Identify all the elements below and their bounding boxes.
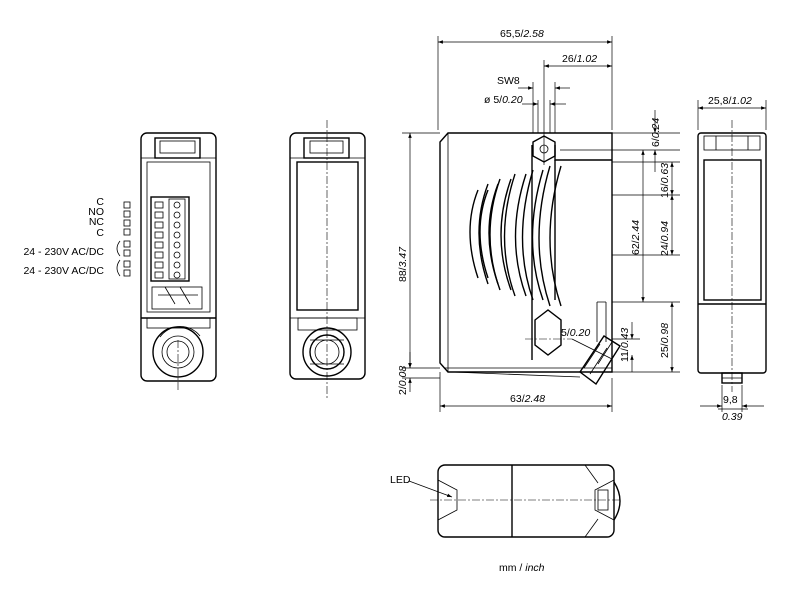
terminal-slot [154, 221, 164, 229]
terminal-pin-symbol [123, 210, 131, 218]
dim-connector-offset: 11/0.43 [619, 328, 631, 362]
terminal-screw [173, 211, 181, 219]
top-dimensions [437, 36, 613, 165]
dim-width-total: 65,5/2.58 [500, 28, 544, 40]
terminal-screw [173, 271, 181, 279]
rear-dimensions [697, 100, 767, 412]
dim-height-total: 88/3.47 [397, 246, 409, 282]
terminal-slot [154, 201, 164, 209]
terminal-label-supply-1: 24 - 230V AC/DC [23, 246, 104, 258]
terminal-slot [154, 261, 164, 269]
terminal-screw [173, 231, 181, 239]
main-side-view [439, 132, 621, 386]
dim-depth: 25,8/1.02 [708, 95, 752, 107]
dim-hole-diameter: ø 5/0.20 [484, 94, 523, 106]
dim-top-gap: 6/0.24 [650, 118, 662, 147]
terminal-slot [154, 211, 164, 219]
terminal-screw [173, 251, 181, 259]
terminal-label-no: NO [88, 206, 104, 218]
right-dimensions [560, 110, 680, 373]
dim-window-top: 16/0.63 [659, 163, 671, 198]
terminal-pin-symbol [123, 240, 131, 248]
terminal-block [150, 196, 190, 282]
terminal-slot [154, 231, 164, 239]
terminal-slot [154, 271, 164, 279]
units-note: mm / inch [499, 562, 545, 574]
terminal-screw [173, 221, 181, 229]
terminal-label-c2: C [96, 227, 104, 239]
dim-base-width: 63/2.48 [510, 393, 545, 405]
bottom-view [430, 464, 621, 538]
terminal-view [116, 132, 217, 392]
lens-arcs [469, 165, 562, 307]
terminal-pin-symbol [123, 201, 131, 209]
dim-connector-width-mm: 9,8 [723, 394, 738, 406]
terminal-pin-symbol [123, 228, 131, 236]
terminal-label-nc: NC [89, 216, 105, 228]
terminal-screw [173, 261, 181, 269]
terminal-screw [173, 201, 181, 209]
angled-connector [571, 335, 621, 386]
dim-base-step: 2/0.08 [397, 366, 409, 395]
terminal-pin-symbol [123, 269, 131, 277]
supply-bracket [116, 240, 121, 257]
dim-slot-width: 5/0.20 [561, 327, 590, 339]
dim-lens-offset: 26/1.02 [562, 53, 597, 65]
dim-wrench: SW8 [497, 75, 520, 87]
terminal-pin-symbol [123, 219, 131, 227]
led-label: LED [390, 474, 411, 486]
closed-side-view [289, 120, 366, 398]
terminal-screw [173, 241, 181, 249]
left-dimensions [402, 132, 440, 392]
supply-bracket [116, 259, 121, 277]
terminal-slot [154, 241, 164, 249]
dim-window-height: 24/0.94 [659, 221, 671, 256]
bottom-dimensions [439, 372, 613, 412]
dim-connector-width-inch: 0.39 [722, 411, 743, 423]
terminal-pin-symbol [123, 249, 131, 257]
terminal-label-supply-2: 24 - 230V AC/DC [23, 265, 104, 277]
terminal-slot [154, 251, 164, 259]
terminal-pin-symbol [123, 260, 131, 268]
terminal-symbols [116, 201, 131, 277]
dim-bottom-block: 25/0.98 [659, 323, 671, 358]
terminal-label-c1: C [96, 196, 104, 208]
dim-slot-span: 62/2.44 [630, 220, 642, 255]
rear-side-view [697, 120, 767, 392]
